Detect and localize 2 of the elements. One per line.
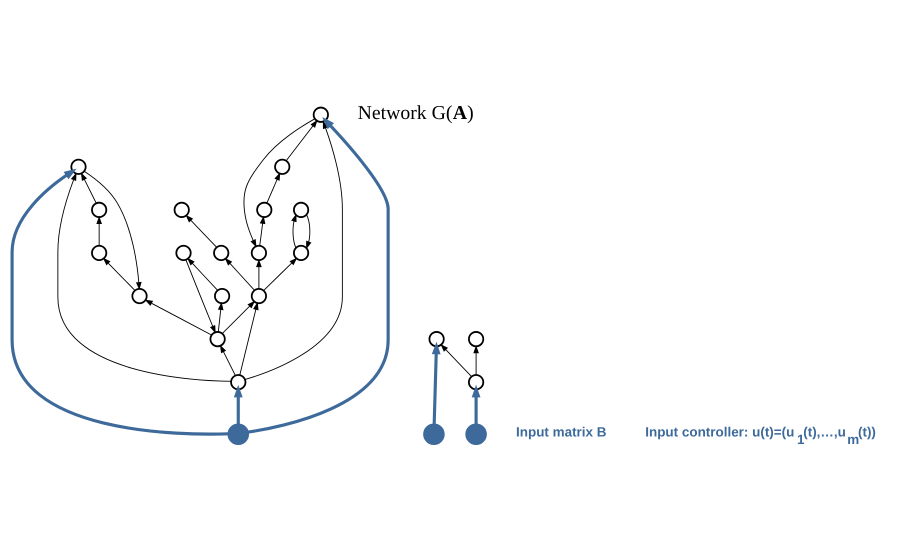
label: Network G(A) xyxy=(358,101,474,124)
label: Input matrix B xyxy=(516,424,606,439)
